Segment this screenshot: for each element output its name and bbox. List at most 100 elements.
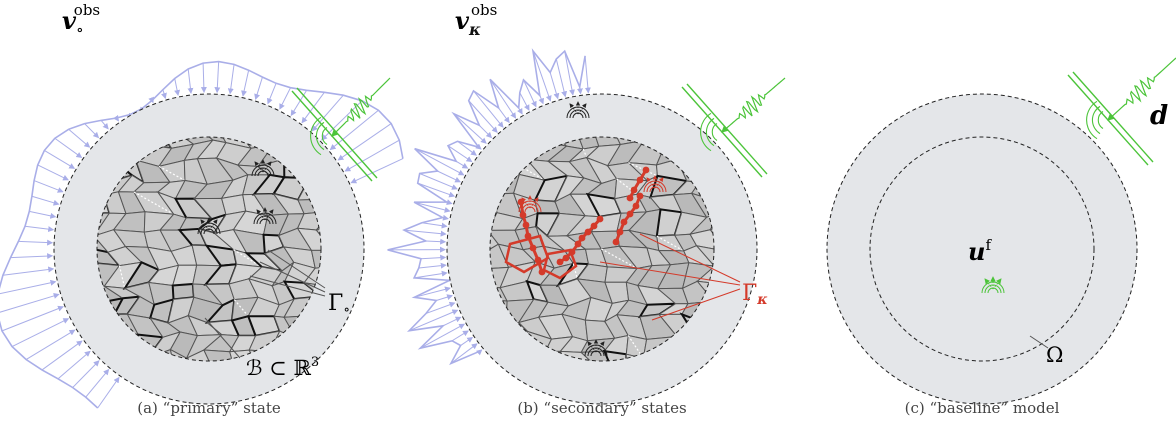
crack-network [504,166,650,280]
green-microwaves [981,276,1005,294]
velocity-arrow [227,64,235,95]
velocity-arrow [420,323,466,349]
crack-node [616,228,624,236]
velocity-arrow [85,368,110,398]
velocity-arrow [414,270,448,279]
domain-label: Ω [1046,343,1063,367]
velocity-arrow [290,90,307,117]
damaged-grain [542,248,578,280]
velocity-arrow [97,376,120,409]
inner-boundary [869,136,1095,362]
source-label: d [1150,101,1168,131]
velocity-arrow [451,330,469,342]
grain-boundary-white [508,159,545,181]
grain [169,348,195,361]
velocity-arrow [532,50,552,102]
crack-node [642,166,650,174]
velocity-arrow [425,238,447,245]
velocity-arrow [337,123,392,161]
crack-node [620,218,628,226]
micro-ray [256,209,266,221]
micro-ray [264,209,274,221]
grain [97,351,100,361]
domain-leader [1029,335,1049,349]
velocity-arrow [18,239,54,246]
caption-primary: (a) “primary” state [137,399,281,417]
velocity-arrow [41,340,83,371]
crack-node [612,238,620,246]
velocity-arrow [437,170,462,183]
velocity-arrow [84,123,100,139]
crack-node [519,211,527,219]
domain-label: ℬ ⊂ ℝ3 [246,355,319,380]
panel-secondary: vκobs Γκ (b) “secondary” states [387,1,786,417]
velocity-arrow [414,286,451,298]
wave-arc [321,127,328,145]
velocity-arrow [442,316,462,327]
velocity-arrow [44,150,76,169]
crack-node [626,210,634,218]
velocity-arrow [187,68,194,95]
grain-boundary-white [158,165,186,182]
micro-ray [254,161,264,173]
grain [229,349,261,361]
micro-ray [262,161,272,173]
velocity-arrow [100,120,109,130]
velocity-arrow [0,293,60,313]
crack-leaders [599,233,741,321]
crack-node [630,186,638,194]
micro-ray [577,103,587,115]
black-microwaves [518,101,667,357]
velocity-arrow [37,164,69,181]
wave-arc [1091,105,1101,135]
velocity-label: vκobs [455,1,497,39]
velocity-arrow [267,83,277,105]
velocity-arrow [57,350,91,380]
velocity-arrow [174,78,181,97]
velocity-envelope [387,48,586,366]
wave-arc [700,112,712,152]
velocity-arrow [498,107,510,124]
grain [465,351,487,374]
black-microwaves [197,159,277,235]
grain [695,244,714,267]
velocity-arrow [72,360,100,388]
wave-packet [721,77,786,133]
velocity-arrow [31,195,60,206]
micro-ray [654,177,664,189]
wave-arc [705,117,715,147]
crack-node [596,215,604,223]
velocity-arrow [457,140,477,156]
velocity-arrow [68,128,91,148]
wave-source [1067,57,1176,166]
wave-source [681,77,786,178]
wave-arc [315,121,325,151]
grain-boundary-white [627,335,644,359]
velocity-arrow [425,301,456,314]
grain-boundary-white [133,191,174,215]
velocity-arrow [301,91,325,124]
caption-baseline: (c) “baseline” model [905,399,1060,417]
velocity-arrow [478,124,493,139]
crack-node [574,240,582,248]
inner-boundary [96,136,322,362]
crack-node [517,198,525,206]
velocity-arrow [403,229,447,237]
grain [296,227,321,251]
velocity-arrow [2,266,55,276]
grain [716,124,747,149]
velocity-arrow [419,173,458,190]
velocity-arrow [564,51,575,96]
grain [720,357,749,374]
micro-ray [569,103,579,115]
damaged-grain [504,234,550,274]
crack-node [636,176,644,184]
velocity-arrow [418,262,447,269]
velocity-arrow [350,158,404,184]
velocity-arrow [473,90,504,128]
crack-node [626,194,634,202]
velocity-arrow [468,100,498,133]
wave-arc [1097,111,1104,129]
micro-ray [587,341,597,353]
crack-node [522,221,530,229]
